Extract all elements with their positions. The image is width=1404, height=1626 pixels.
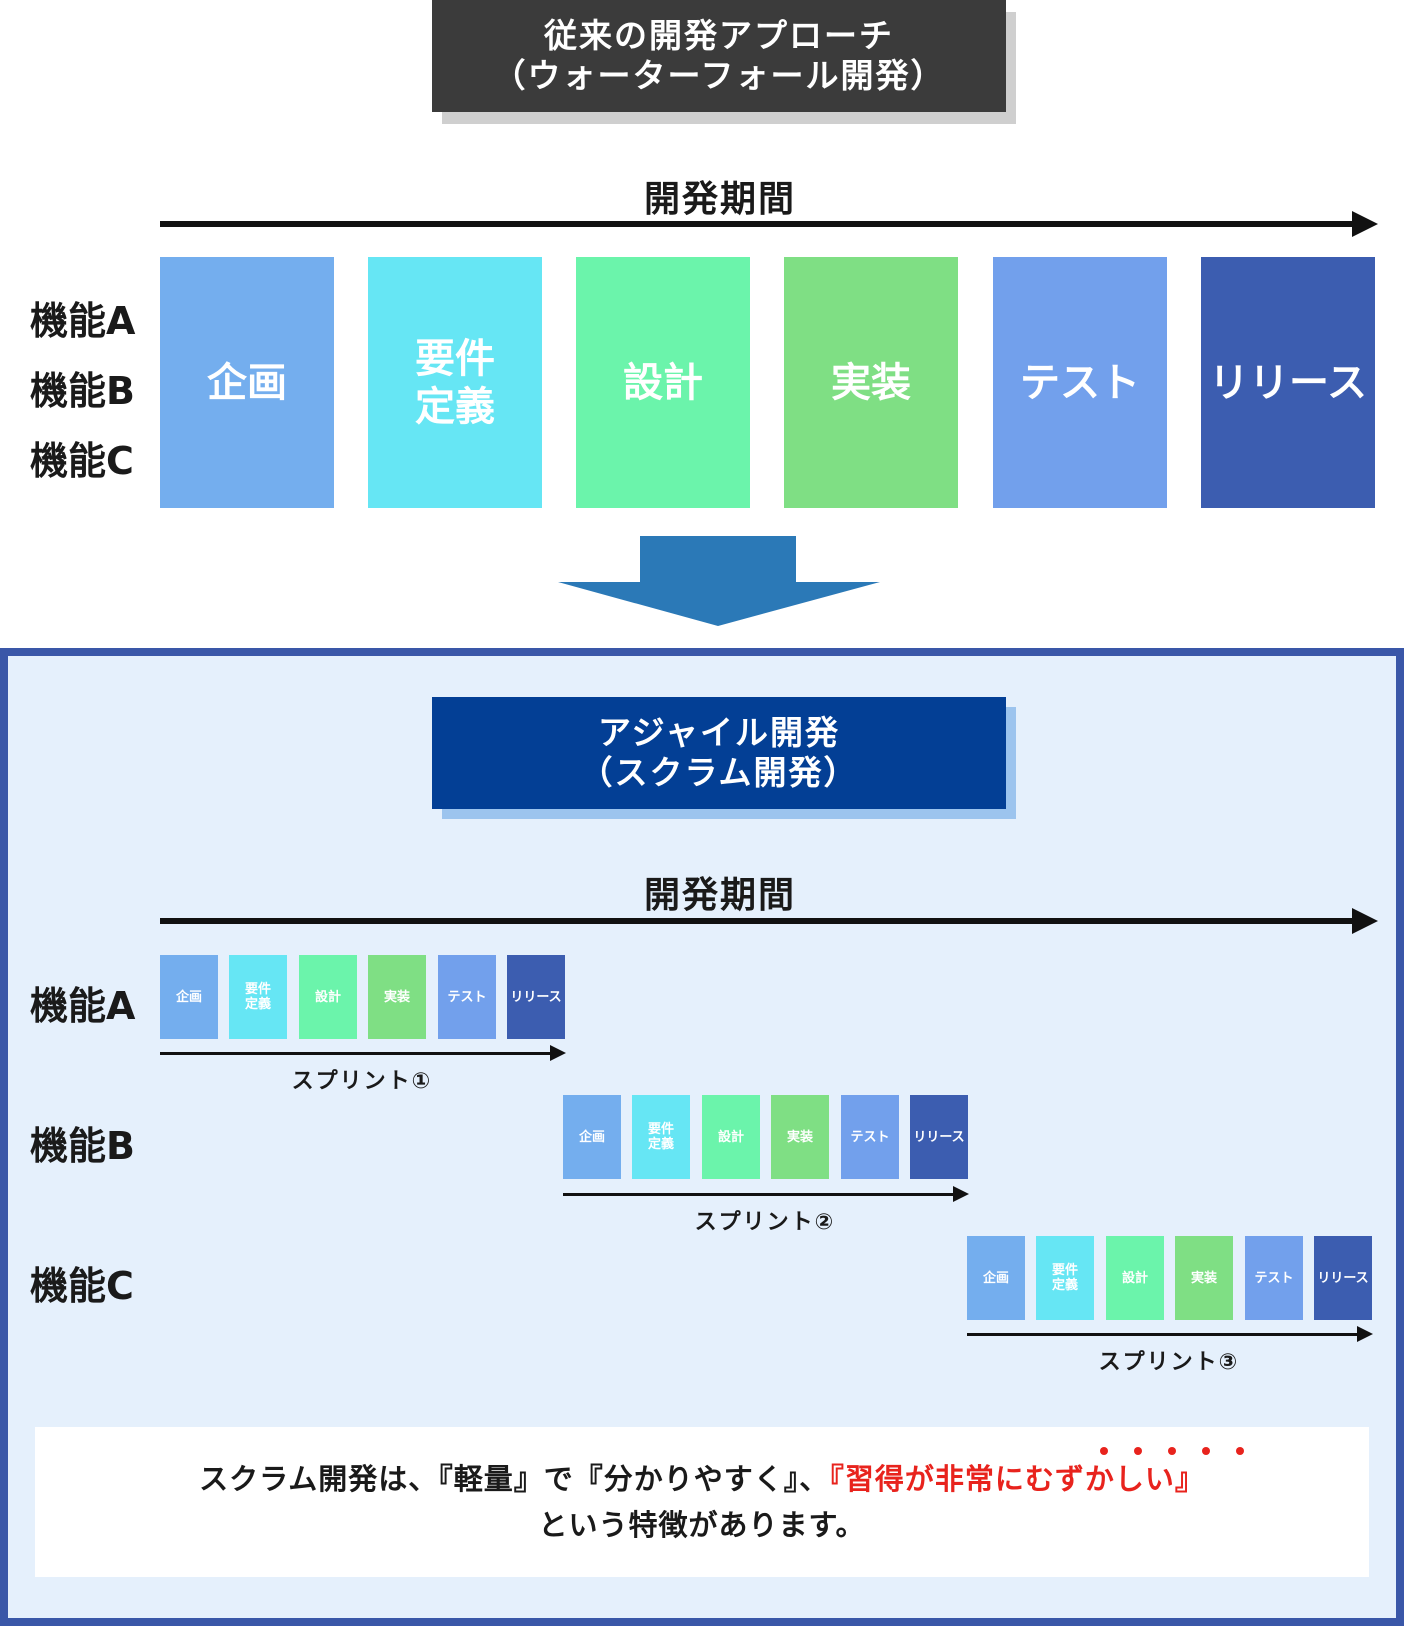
- waterfall-phase-test: テスト: [993, 257, 1167, 508]
- sprint2-arrow-line: [563, 1193, 959, 1196]
- waterfall-phase-release: リリース: [1201, 257, 1375, 508]
- sprint1-phase-planning: 企画: [160, 955, 218, 1039]
- sprint2-phase-design: 設計: [702, 1095, 760, 1179]
- sprint2-phase-release: リリース: [910, 1095, 968, 1179]
- sprint2-label: スプリント②: [694, 1210, 836, 1235]
- emphasis-dot: [1168, 1447, 1176, 1455]
- sprint2-phase-planning: 企画: [563, 1095, 621, 1179]
- sprint2-phase-requirements: 要件定義: [632, 1095, 690, 1179]
- summary-note-emphasis: 『習得が非常にむずかしい』: [829, 1462, 1205, 1496]
- sprint3-phase-planning: 企画: [967, 1236, 1025, 1320]
- sprint3-phase-design: 設計: [1106, 1236, 1164, 1320]
- waterfall-period-arrow-line: [160, 221, 1360, 227]
- sprint1-arrow-head: [550, 1045, 566, 1061]
- waterfall-phase-design: 設計: [576, 257, 750, 508]
- sprint1-phase-implementation: 実装: [368, 955, 426, 1039]
- summary-note-prefix: スクラム開発は、『軽量』で『分かりやすく』、: [199, 1462, 830, 1496]
- waterfall-title-line2: （ウォーターフォール開発）: [492, 56, 946, 95]
- sprint3-phase-test: テスト: [1245, 1236, 1303, 1320]
- sprint3-phase-implementation: 実装: [1175, 1236, 1233, 1320]
- emphasis-dot: [1202, 1447, 1210, 1455]
- agile-feature-b: 機能B: [30, 1124, 135, 1168]
- sprint2-phase-test: テスト: [841, 1095, 899, 1179]
- waterfall-phase-planning: 企画: [160, 257, 334, 508]
- waterfall-period-label: 開発期間: [643, 179, 796, 220]
- agile-feature-a: 機能A: [30, 984, 136, 1028]
- waterfall-title-line1: 従来の開発アプローチ: [544, 16, 894, 55]
- sprint2-arrow-head: [953, 1186, 969, 1202]
- sprint1-phase-test: テスト: [438, 955, 496, 1039]
- waterfall-title: 従来の開発アプローチ （ウォーターフォール開発）: [432, 0, 1006, 112]
- emphasis-dot: [1236, 1447, 1244, 1455]
- waterfall-feature-c: 機能C: [30, 439, 134, 483]
- waterfall-period-arrow-head: [1352, 211, 1378, 237]
- waterfall-feature-b: 機能B: [30, 369, 135, 413]
- sprint3-arrow-line: [967, 1333, 1363, 1336]
- agile-title: アジャイル開発 （スクラム開発）: [432, 697, 1006, 809]
- sprint1-arrow-line: [160, 1052, 556, 1055]
- sprint1-label: スプリント①: [291, 1069, 433, 1094]
- sprint3-phase-requirements: 要件定義: [1036, 1236, 1094, 1320]
- emphasis-dots: [1100, 1447, 1250, 1457]
- summary-note-line1: スクラム開発は、『軽量』で『分かりやすく』、『習得が非常にむずかしい』: [199, 1456, 1205, 1502]
- transition-down-arrow: [558, 536, 880, 626]
- sprint3-arrow-head: [1357, 1326, 1373, 1342]
- agile-feature-c: 機能C: [30, 1264, 134, 1308]
- sprint1-phase-design: 設計: [299, 955, 357, 1039]
- agile-period-label: 開発期間: [643, 875, 796, 916]
- waterfall-phase-implementation: 実装: [784, 257, 958, 508]
- emphasis-dot: [1100, 1447, 1108, 1455]
- summary-note-line2: という特徴があります。: [538, 1508, 866, 1542]
- agile-title-line2: （スクラム開発）: [579, 753, 859, 792]
- agile-period-arrow-line: [160, 918, 1360, 924]
- sprint3-phase-release: リリース: [1314, 1236, 1372, 1320]
- sprint3-label: スプリント③: [1098, 1350, 1240, 1375]
- summary-note: スクラム開発は、『軽量』で『分かりやすく』、『習得が非常にむずかしい』 という特…: [35, 1427, 1369, 1577]
- sprint1-phase-requirements: 要件定義: [229, 955, 287, 1039]
- agile-period-arrow-head: [1352, 908, 1378, 934]
- waterfall-feature-a: 機能A: [30, 299, 136, 343]
- agile-title-line1: アジャイル開発: [597, 713, 841, 752]
- sprint1-phase-release: リリース: [507, 955, 565, 1039]
- sprint2-phase-implementation: 実装: [771, 1095, 829, 1179]
- emphasis-dot: [1134, 1447, 1142, 1455]
- waterfall-phase-requirements: 要件 定義: [368, 257, 542, 508]
